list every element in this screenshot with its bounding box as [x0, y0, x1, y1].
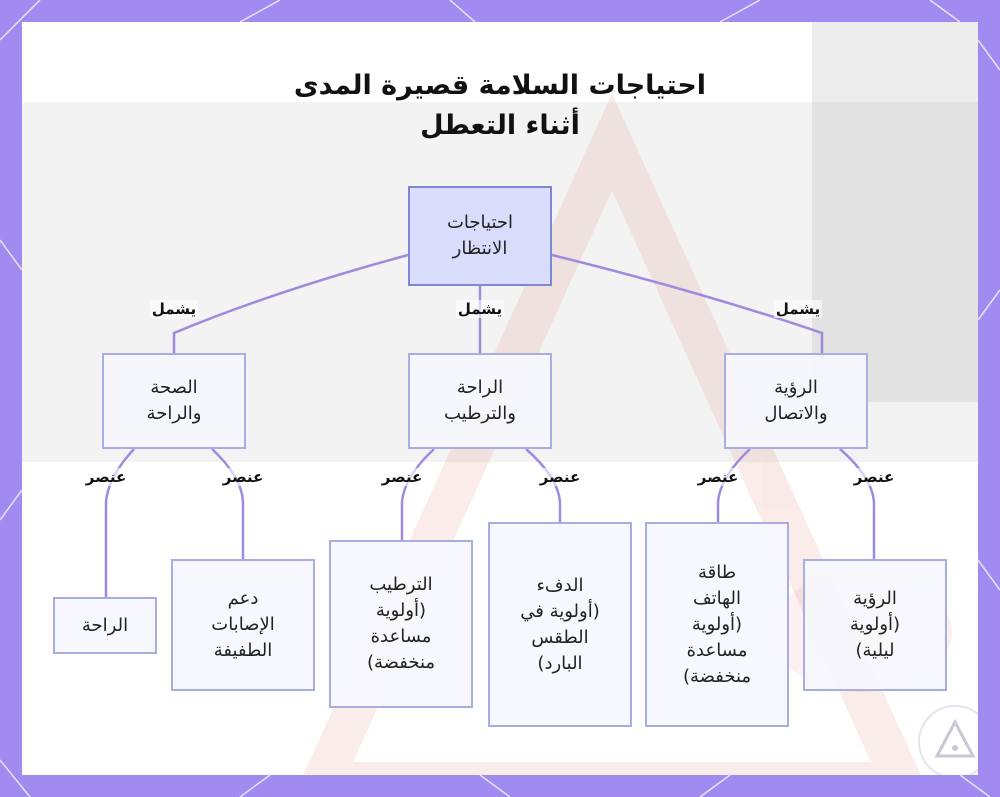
edge-root-health — [174, 255, 408, 359]
node-warmth: الدفء (أولوية في الطقس البارد) — [488, 522, 632, 727]
node-waiting-needs: احتياجات الانتظار — [408, 186, 552, 286]
diagram-card: احتياجات السلامة قصيرة المدى أثناء التعط… — [22, 22, 978, 775]
edge-visibility-night — [840, 449, 874, 559]
node-phone-power: طاقة الهاتف (أولوية مساعدة منخفضة) — [645, 522, 789, 727]
edge-comfort-hydration — [402, 449, 434, 540]
edge-label-item-firstaid: عنصر — [221, 468, 265, 486]
edge-label-includes-visibility: يشمل — [774, 300, 822, 318]
node-visibility-communication: الرؤية والاتصال — [724, 353, 868, 449]
node-rest: الراحة — [53, 597, 157, 654]
node-hydration: الترطيب (أولوية مساعدة منخفضة) — [329, 540, 473, 708]
node-comfort-hydration: الراحة والترطيب — [408, 353, 552, 449]
edge-label-item-warmth: عنصر — [538, 468, 582, 486]
warning-triangle-icon — [915, 702, 978, 775]
edge-health-firstaid — [212, 449, 243, 559]
edge-label-item-night: عنصر — [852, 468, 896, 486]
edge-label-item-rest: عنصر — [84, 468, 128, 486]
edge-label-item-hydration: عنصر — [380, 468, 424, 486]
edge-label-includes-health: يشمل — [150, 300, 198, 318]
node-night-visibility: الرؤية (أولوية ليلية) — [803, 559, 947, 691]
edge-label-item-phone: عنصر — [696, 468, 740, 486]
node-minor-injury-support: دعم الإصابات الطفيفة — [171, 559, 315, 691]
edge-label-includes-comfort: يشمل — [456, 300, 504, 318]
node-health-comfort: الصحة والراحة — [102, 353, 246, 449]
